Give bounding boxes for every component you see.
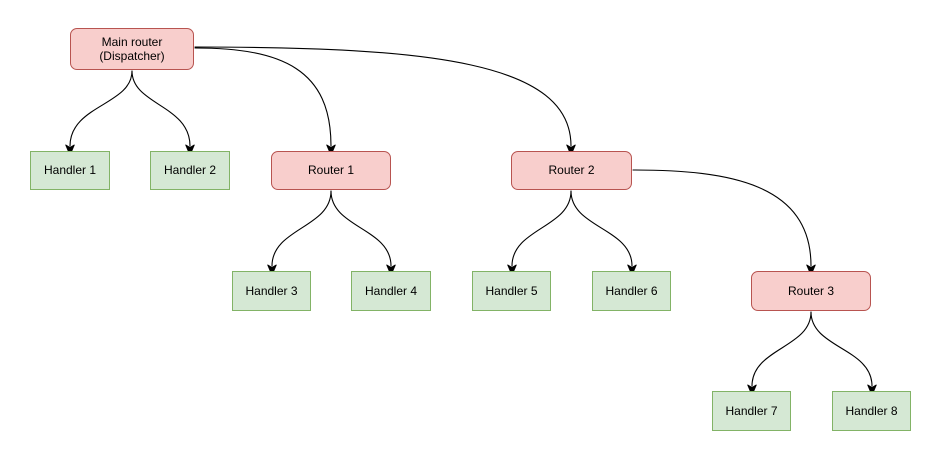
node-label: Handler 6 bbox=[605, 283, 658, 298]
node-main-router[interactable]: Main router (Dispatcher) bbox=[70, 28, 194, 70]
node-label: Handler 7 bbox=[725, 403, 778, 418]
edge-router-1-to-handler-3 bbox=[271, 190, 332, 267]
edge-main-to-handler-2 bbox=[131, 70, 191, 147]
node-label: Router 2 bbox=[548, 163, 595, 178]
edge-router-3-to-handler-8 bbox=[810, 311, 873, 387]
edge-router-3-to-handler-7 bbox=[751, 311, 812, 387]
node-label: Router 3 bbox=[787, 283, 835, 298]
node-handler-4[interactable]: Handler 4 bbox=[351, 271, 431, 311]
node-label: Handler 1 bbox=[43, 163, 97, 178]
node-handler-6[interactable]: Handler 6 bbox=[592, 271, 671, 311]
edge-router-1-to-handler-4 bbox=[330, 190, 392, 267]
node-label: Handler 4 bbox=[364, 283, 418, 298]
node-router-2[interactable]: Router 2 bbox=[511, 151, 632, 190]
node-label: Handler 3 bbox=[245, 283, 298, 298]
node-label: Handler 2 bbox=[163, 163, 217, 178]
node-label: Main router (Dispatcher) bbox=[99, 34, 165, 63]
node-label: Router 1 bbox=[307, 163, 355, 178]
node-handler-8[interactable]: Handler 8 bbox=[832, 391, 911, 431]
node-handler-2[interactable]: Handler 2 bbox=[150, 151, 230, 190]
edge-router-2-to-router-3 bbox=[632, 169, 812, 267]
node-handler-3[interactable]: Handler 3 bbox=[232, 271, 311, 311]
edge-main-to-router-2 bbox=[194, 46, 572, 147]
edge-router-2-to-handler-6 bbox=[570, 190, 633, 267]
node-handler-1[interactable]: Handler 1 bbox=[30, 151, 110, 190]
node-handler-7[interactable]: Handler 7 bbox=[712, 391, 791, 431]
node-label: Handler 5 bbox=[485, 283, 538, 298]
node-router-3[interactable]: Router 3 bbox=[751, 271, 871, 311]
edge-main-to-handler-1 bbox=[69, 70, 133, 147]
node-label: Handler 8 bbox=[845, 403, 898, 418]
node-handler-5[interactable]: Handler 5 bbox=[472, 271, 551, 311]
edge-router-2-to-handler-5 bbox=[511, 190, 572, 267]
edge-main-to-router-1 bbox=[194, 47, 332, 147]
node-router-1[interactable]: Router 1 bbox=[271, 151, 391, 190]
